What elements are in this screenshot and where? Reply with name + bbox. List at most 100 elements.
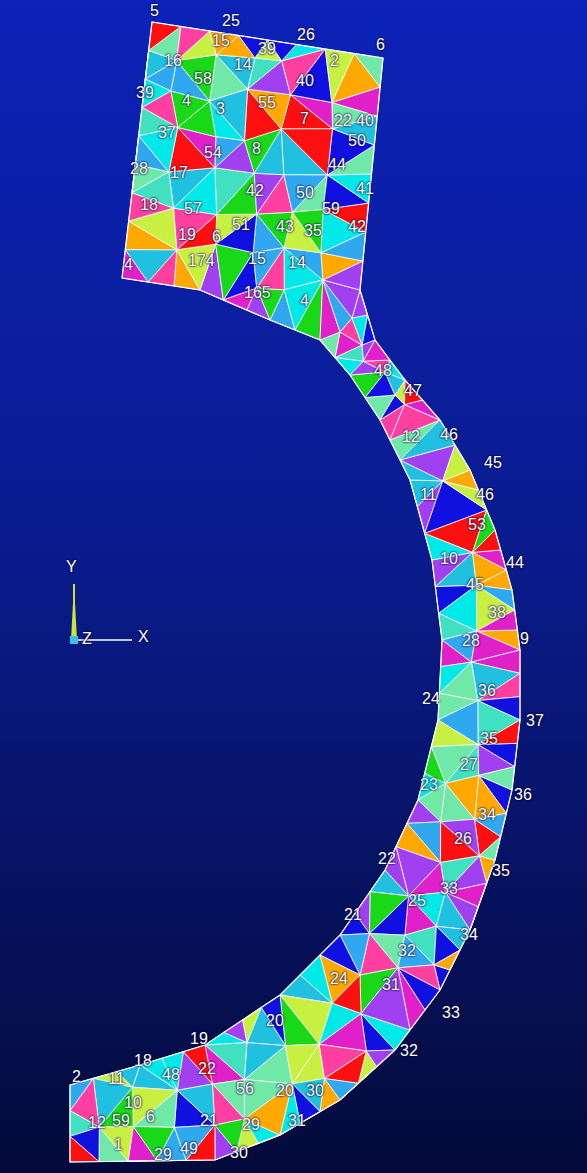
- mesh-element: [410, 480, 443, 507]
- node-element-number: 26: [454, 830, 472, 847]
- node-element-number: 54: [204, 144, 222, 161]
- mesh-element: [434, 950, 460, 970]
- node-element-number: 22: [198, 1060, 216, 1077]
- node-element-number: 4: [124, 256, 133, 273]
- node-element-number: 28: [130, 160, 148, 177]
- node-element-number: 51: [232, 216, 250, 233]
- node-element-number: 35: [492, 862, 510, 879]
- mesh-element: [248, 89, 291, 129]
- node-element-number: 32: [398, 942, 416, 959]
- node-element-number: 50: [348, 132, 366, 149]
- node-element-number: 12: [402, 428, 420, 445]
- mesh-element: [478, 673, 520, 700]
- node-element-number: 38: [488, 604, 506, 621]
- node-element-number: 30: [306, 1082, 324, 1099]
- node-element-number: 27: [460, 756, 478, 773]
- mesh-element: [471, 662, 520, 700]
- mesh-element: [284, 175, 328, 212]
- node-element-number: 8: [252, 140, 261, 157]
- node-element-number: X: [138, 628, 149, 645]
- node-element-number: 39: [136, 84, 154, 101]
- axis-triad: [70, 584, 132, 644]
- node-element-number: 43: [276, 218, 294, 235]
- node-element-number: 28: [462, 632, 480, 649]
- mesh-element: [325, 49, 354, 102]
- mesh-element: [70, 1127, 99, 1162]
- mesh-element: [284, 280, 323, 330]
- node-element-number: 22: [334, 112, 352, 129]
- node-element-number: 35: [304, 222, 322, 239]
- node-element-number: 29: [242, 1116, 260, 1133]
- mesh-element: [70, 1136, 99, 1162]
- node-element-number: 37: [526, 712, 544, 729]
- node-element-number: 33: [440, 880, 458, 897]
- node-element-number: 49: [180, 1140, 198, 1157]
- node-element-number: 18: [140, 196, 158, 213]
- node-element-number: 50: [296, 184, 314, 201]
- node-element-number: 45: [484, 454, 502, 471]
- node-element-number: 36: [478, 682, 496, 699]
- node-element-number: 47: [404, 382, 422, 399]
- node-element-number: 35: [480, 730, 498, 747]
- node-element-number: 15: [212, 32, 230, 49]
- mesh-element: [280, 995, 319, 1046]
- node-element-number: 18: [134, 1052, 152, 1069]
- node-element-number: 57: [184, 200, 202, 217]
- node-element-number: 25: [222, 12, 240, 29]
- node-element-number: 14: [288, 254, 306, 271]
- mesh-element: [436, 892, 470, 930]
- node-element-number: 34: [460, 926, 478, 943]
- part-outline: [70, 22, 520, 1162]
- node-element-number: 20: [276, 1082, 294, 1099]
- mesh-element: [319, 1003, 361, 1044]
- node-element-number: 5: [150, 2, 159, 19]
- mesh-element: [319, 1044, 366, 1078]
- mesh-element: [281, 129, 332, 175]
- mesh-element: [369, 892, 408, 934]
- node-element-number: 31: [288, 1112, 306, 1129]
- node-element-number: 16: [164, 52, 182, 69]
- node-element-number: 25: [408, 892, 426, 909]
- node-element-number: 17: [170, 164, 188, 181]
- mesh-element: [409, 863, 446, 896]
- mesh-element: [366, 1050, 395, 1067]
- mesh-element: [174, 1125, 214, 1160]
- node-element-number: 41: [356, 180, 374, 197]
- node-element-number: 58: [194, 70, 212, 87]
- node-element-number: 9: [520, 630, 529, 647]
- node-element-number: 40: [296, 72, 314, 89]
- node-element-number: 46: [476, 486, 494, 503]
- mesh-element: [352, 315, 368, 345]
- node-element-number: 48: [162, 1066, 180, 1083]
- node-element-number: 29: [154, 1146, 172, 1163]
- node-element-number: 6: [146, 1108, 155, 1125]
- node-element-number: 34: [478, 806, 496, 823]
- node-element-number: 44: [506, 554, 524, 571]
- mesh-element: [285, 1044, 319, 1084]
- node-element-number: 165: [244, 284, 271, 301]
- mesh-element: [292, 210, 323, 253]
- mesh-element: [404, 380, 422, 405]
- mesh-elements: [70, 22, 520, 1162]
- node-element-number: 3: [216, 100, 225, 117]
- node-element-number: 174: [188, 252, 215, 269]
- node-element-number: 20: [266, 1012, 284, 1029]
- node-element-number: 33: [442, 1004, 460, 1021]
- node-element-number: 14: [234, 56, 252, 73]
- mesh-element: [125, 250, 176, 282]
- node-element-number: 23: [420, 776, 438, 793]
- node-element-number: 15: [248, 250, 266, 267]
- node-element-number: 46: [440, 426, 458, 443]
- node-element-number: 59: [112, 1112, 130, 1129]
- node-element-number: 40: [356, 112, 374, 129]
- node-element-number: 59: [322, 200, 340, 217]
- mesh-element: [361, 968, 410, 1030]
- mesh-element: [216, 55, 255, 89]
- node-element-number: 21: [344, 906, 362, 923]
- node-element-number: 19: [178, 226, 196, 243]
- node-element-number: 36: [514, 786, 532, 803]
- mesh-element: [441, 783, 475, 821]
- mesh-element: [431, 720, 478, 747]
